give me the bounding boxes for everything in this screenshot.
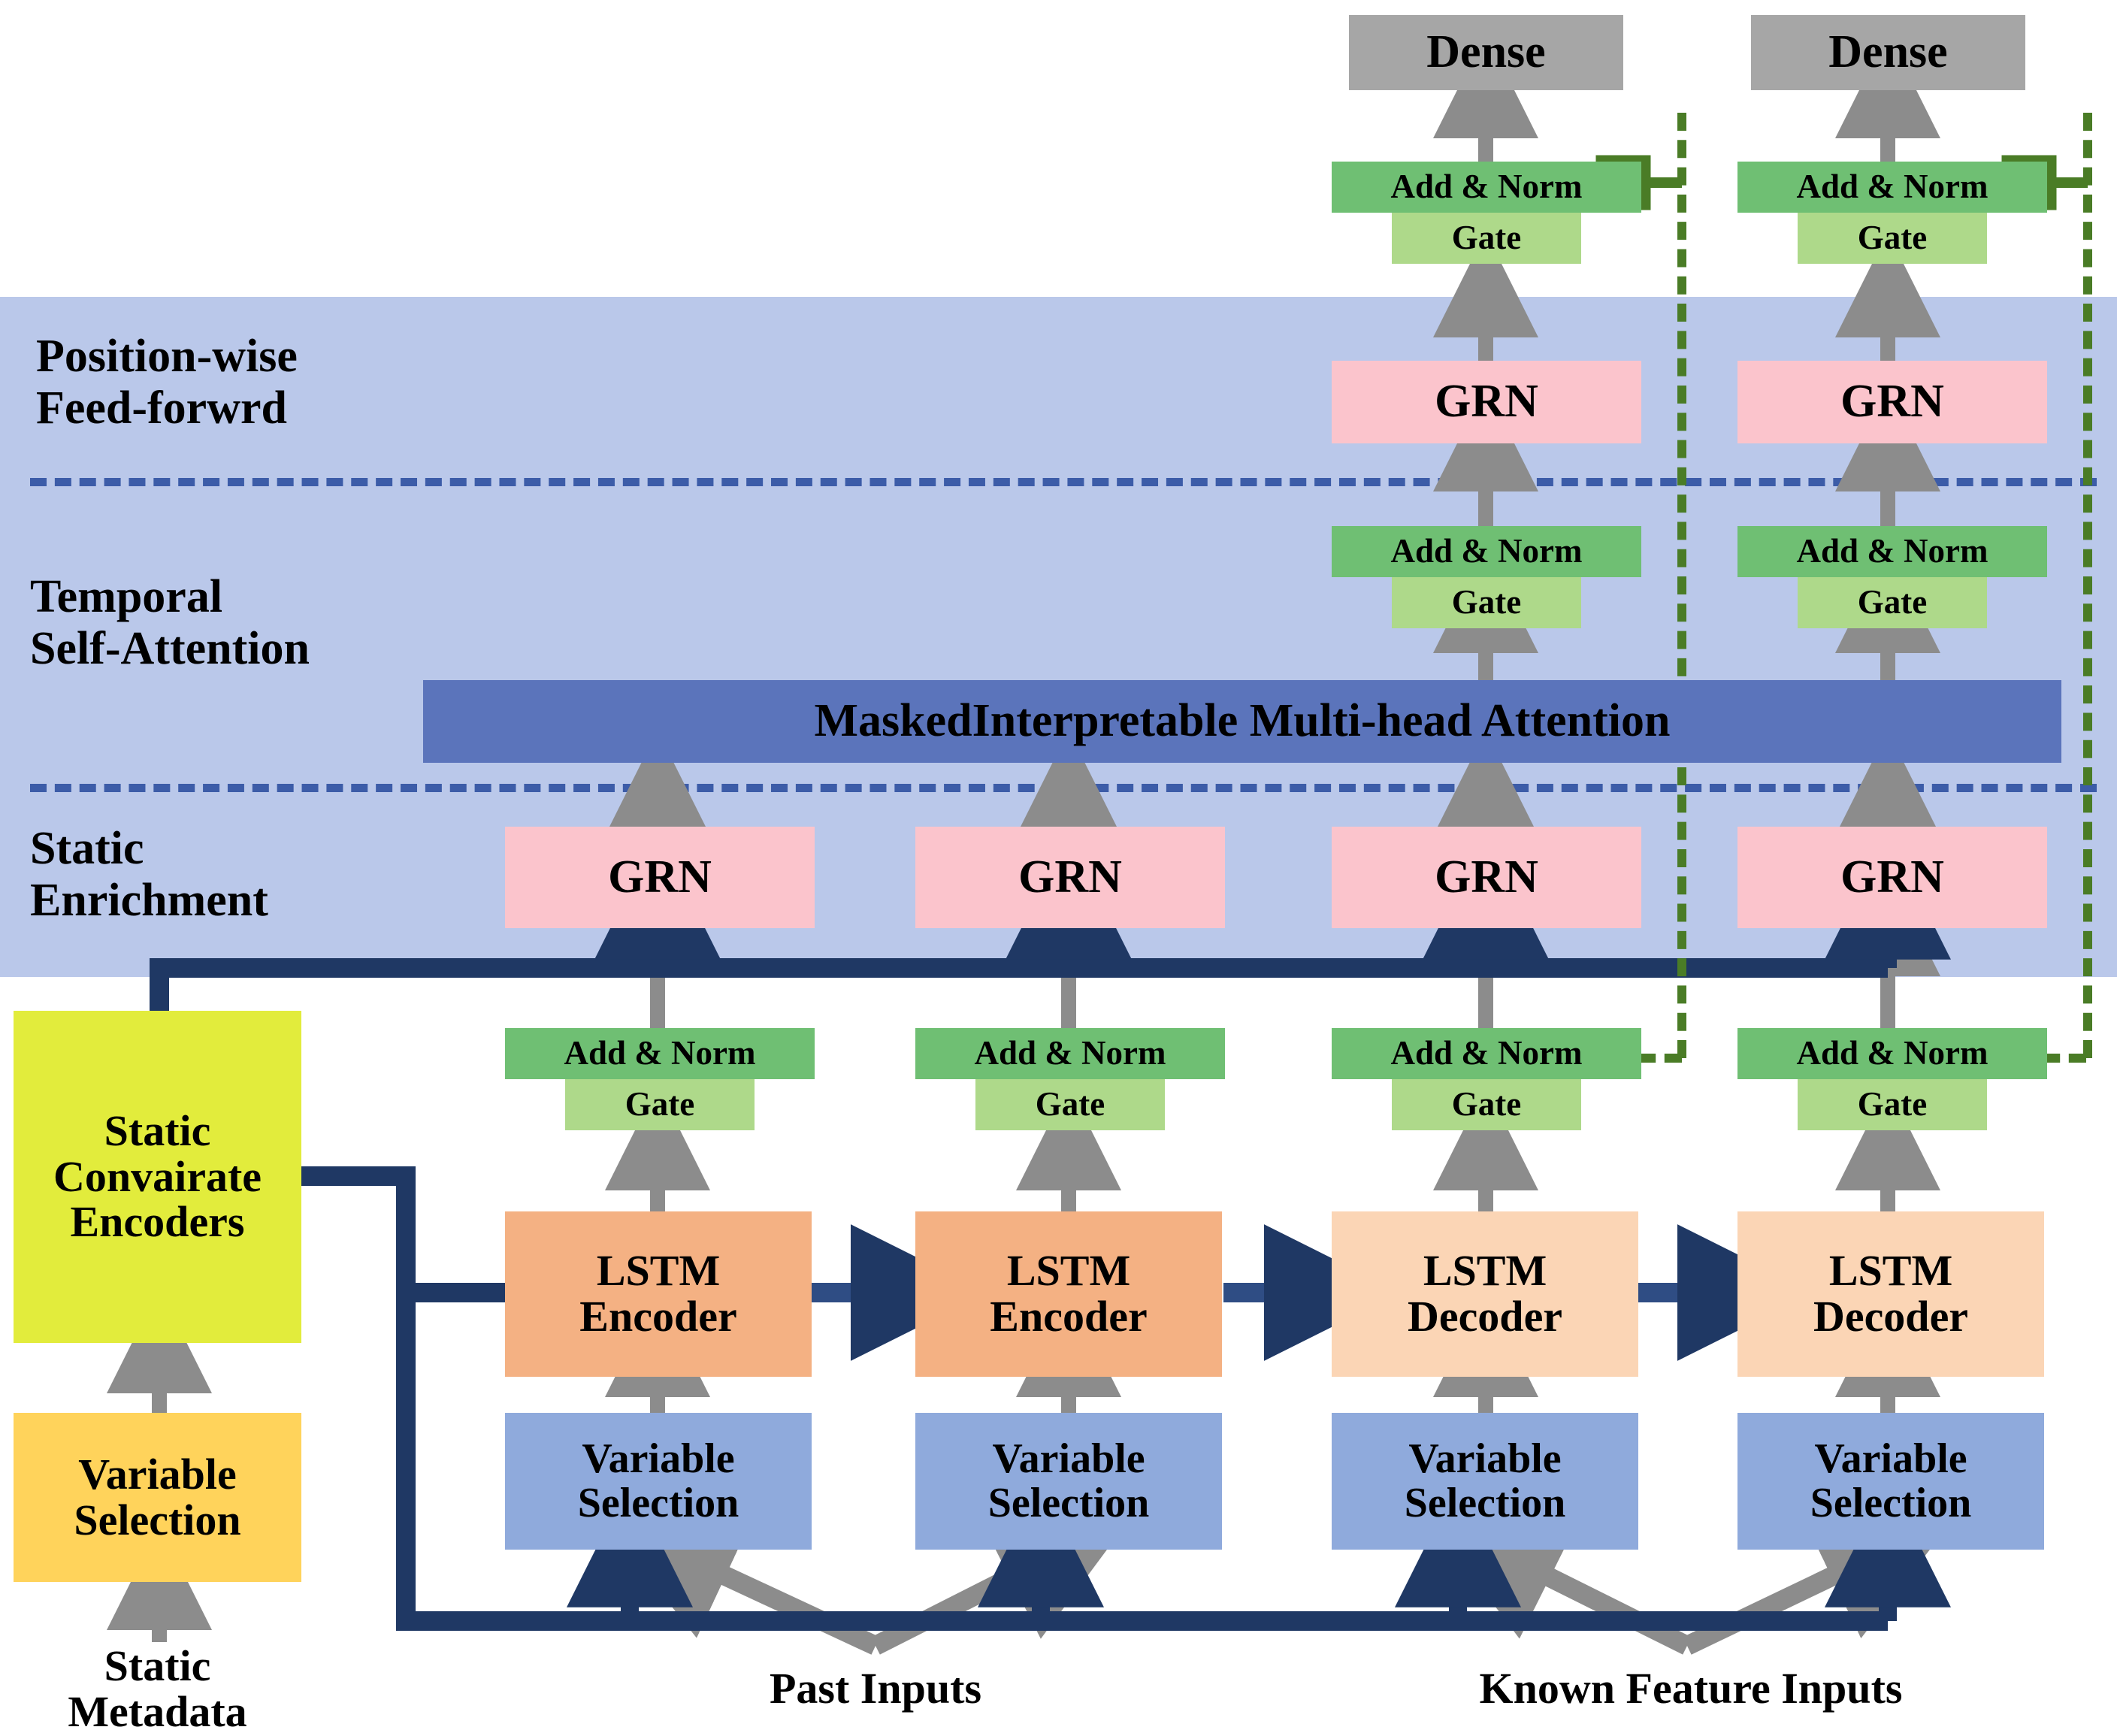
static-variable-selection-block[interactable]: Variable Selection xyxy=(14,1413,301,1582)
past-inputs-label: Past Inputs xyxy=(769,1663,982,1713)
add-norm-lstm-col1[interactable]: Add & Norm xyxy=(505,1028,815,1079)
dense-block-col3[interactable]: Dense xyxy=(1349,15,1623,90)
known-feature-inputs-label: Known Feature Inputs xyxy=(1479,1663,1903,1713)
covariate-encoders-line-2: Convairate xyxy=(53,1151,262,1201)
static-covariate-encoders-block[interactable]: Static Convairate Encoders xyxy=(14,1011,301,1343)
lstm-label-line-1: LSTM xyxy=(596,1246,721,1296)
masked-interpretable-multi-head-attention-bar[interactable]: MaskedInterpretable Multi-head Attention xyxy=(423,680,2061,763)
section-label-line-2: Enrichment xyxy=(30,875,268,927)
lstm-label-line-1: LSTM xyxy=(1423,1246,1547,1296)
gate-top-col4[interactable]: Gate xyxy=(1798,213,1987,264)
lstm-label-line-1: LSTM xyxy=(1006,1246,1131,1296)
add-norm-attention-col3[interactable]: Add & Norm xyxy=(1332,526,1641,577)
gate-top-col3[interactable]: Gate xyxy=(1392,213,1581,264)
gate-lstm-col3[interactable]: Gate xyxy=(1392,1079,1581,1130)
lstm-encoder-col2[interactable]: LSTM Encoder xyxy=(915,1211,1222,1377)
add-norm-lstm-col4[interactable]: Add & Norm xyxy=(1737,1028,2047,1079)
gate-attention-col4[interactable]: Gate xyxy=(1798,577,1987,628)
grn-static-enrichment-col1[interactable]: GRN xyxy=(505,827,815,928)
divider-attention-enrichment xyxy=(30,784,2097,792)
dense-block-col4[interactable]: Dense xyxy=(1751,15,2025,90)
gate-lstm-col2[interactable]: Gate xyxy=(975,1079,1165,1130)
lstm-label-line-2: Encoder xyxy=(990,1292,1148,1341)
divider-feedforward-attention xyxy=(30,478,2097,486)
grn-static-enrichment-col3[interactable]: GRN xyxy=(1332,827,1641,928)
section-label-line-1: Temporal xyxy=(30,571,223,622)
grn-feedforward-col3[interactable]: GRN xyxy=(1332,361,1641,443)
static-variable-selection-line-1: Variable xyxy=(78,1449,237,1499)
add-norm-lstm-col3[interactable]: Add & Norm xyxy=(1332,1028,1641,1079)
variable-selection-col1[interactable]: Variable Selection xyxy=(505,1413,812,1550)
variable-selection-line-2: Selection xyxy=(1810,1480,1972,1526)
variable-selection-line-1: Variable xyxy=(992,1435,1145,1483)
variable-selection-line-1: Variable xyxy=(582,1435,735,1483)
variable-selection-col4[interactable]: Variable Selection xyxy=(1737,1413,2044,1550)
gate-lstm-col4[interactable]: Gate xyxy=(1798,1079,1987,1130)
covariate-encoders-line-3: Encoders xyxy=(70,1197,245,1247)
skip-connection-branch-bottom-col3 xyxy=(1638,1054,1682,1063)
gate-lstm-col1[interactable]: Gate xyxy=(565,1079,755,1130)
variable-selection-col2[interactable]: Variable Selection xyxy=(915,1413,1222,1550)
variable-selection-col3[interactable]: Variable Selection xyxy=(1332,1413,1638,1550)
lstm-label-line-2: Decoder xyxy=(1813,1292,1969,1341)
section-label-line-2: Self-Attention xyxy=(30,623,310,675)
lstm-decoder-col4[interactable]: LSTM Decoder xyxy=(1737,1211,2044,1377)
section-label-line-2: Feed-forwrd xyxy=(36,383,287,434)
grn-static-enrichment-col2[interactable]: GRN xyxy=(915,827,1225,928)
lstm-label-line-2: Decoder xyxy=(1407,1292,1563,1341)
static-metadata-line-2: Metadata xyxy=(68,1686,247,1736)
lstm-decoder-col3[interactable]: LSTM Decoder xyxy=(1332,1211,1638,1377)
lstm-encoder-col1[interactable]: LSTM Encoder xyxy=(505,1211,812,1377)
grn-static-enrichment-col4[interactable]: GRN xyxy=(1737,827,2047,928)
skip-connection-branch-bottom-col4 xyxy=(2043,1054,2086,1063)
add-norm-lstm-col2[interactable]: Add & Norm xyxy=(915,1028,1225,1079)
static-metadata-label: Static Metadata xyxy=(14,1642,301,1736)
covariate-encoders-line-1: Static xyxy=(104,1105,211,1155)
variable-selection-line-2: Selection xyxy=(1404,1480,1566,1526)
section-label-line-1: Static xyxy=(30,823,144,874)
add-norm-top-col3[interactable]: Add & Norm xyxy=(1332,162,1641,213)
lstm-label-line-1: LSTM xyxy=(1828,1246,1953,1296)
add-norm-attention-col4[interactable]: Add & Norm xyxy=(1737,526,2047,577)
variable-selection-line-1: Variable xyxy=(1814,1435,1967,1483)
section-label-static-enrichment: Static Enrichment xyxy=(30,823,268,927)
variable-selection-line-1: Variable xyxy=(1408,1435,1562,1483)
section-label-line-1: Position-wise xyxy=(36,331,298,382)
lstm-label-line-2: Encoder xyxy=(579,1292,737,1341)
variable-selection-line-2: Selection xyxy=(987,1480,1150,1526)
gate-attention-col3[interactable]: Gate xyxy=(1392,577,1581,628)
variable-selection-line-2: Selection xyxy=(577,1480,739,1526)
static-variable-selection-line-2: Selection xyxy=(74,1495,241,1544)
add-norm-top-col4[interactable]: Add & Norm xyxy=(1737,162,2047,213)
section-label-temporal-self-attention: Temporal Self-Attention xyxy=(30,571,310,676)
skip-connection-line-col4 xyxy=(2083,113,2092,1058)
skip-connection-line-col3 xyxy=(1677,113,1686,1058)
static-metadata-line-1: Static xyxy=(104,1641,211,1690)
grn-feedforward-col4[interactable]: GRN xyxy=(1737,361,2047,443)
section-label-position-wise-feed-forward: Position-wise Feed-forwrd xyxy=(36,331,298,435)
